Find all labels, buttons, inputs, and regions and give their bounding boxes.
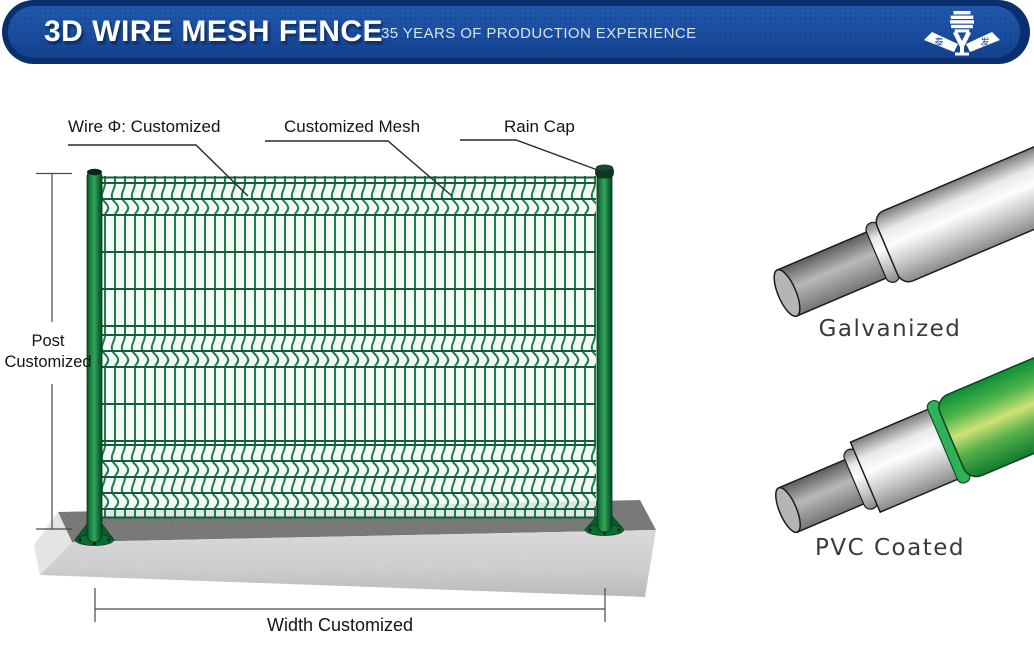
leader-rain-cap xyxy=(460,139,604,173)
pipe-samples-graphic xyxy=(773,97,1034,534)
dimension-post-height xyxy=(36,172,72,530)
brand-logo-icon: 泰 发 xyxy=(924,11,1000,56)
leader-lines xyxy=(68,139,604,197)
leader-wire xyxy=(68,144,249,197)
pvc-coated-pipe xyxy=(775,282,1034,534)
leader-mesh xyxy=(265,140,453,197)
galvanized-pipe xyxy=(773,97,1034,318)
logo-char-left: 泰 xyxy=(934,36,943,47)
width-customized-label: Width Customized xyxy=(266,615,414,635)
logo-sun-icon xyxy=(950,11,974,33)
pvc-coated-label: PVC Coated xyxy=(815,535,965,561)
rain-cap xyxy=(595,164,614,179)
rain-cap-label: Rain Cap xyxy=(504,117,575,136)
header-subtitle: 35 YEARS OF PRODUCTION EXPERIENCE xyxy=(381,25,697,42)
galvanized-label: Galvanized xyxy=(818,316,962,342)
dimension-lines xyxy=(36,172,606,622)
customized-mesh-label: Customized Mesh xyxy=(284,117,421,136)
post-customized-label: Post Customized xyxy=(4,332,92,372)
wire-diameter-label: Wire Φ: Customized xyxy=(68,117,221,136)
mesh-horizontal-wires xyxy=(102,176,596,519)
mesh-panel xyxy=(102,176,596,519)
fence-post-right xyxy=(584,164,625,536)
header-bar-pill xyxy=(8,6,1020,58)
page-title: 3D WIRE MESH FENCE xyxy=(44,15,384,48)
fence-diagram-graphic xyxy=(34,139,656,622)
logo-wings-icon: 泰 发 xyxy=(924,30,1000,56)
fence-post-left xyxy=(74,168,115,546)
logo-char-right: 发 xyxy=(980,36,989,47)
dimension-width xyxy=(94,588,606,622)
